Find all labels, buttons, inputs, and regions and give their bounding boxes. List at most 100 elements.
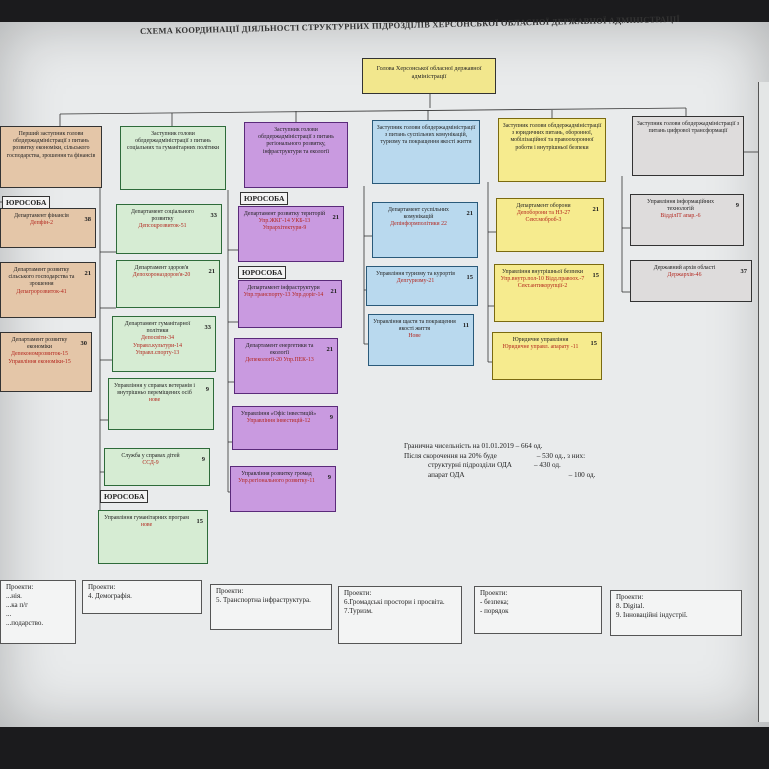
dept-title: Департамент енергетики та екології — [245, 343, 314, 357]
staff-count: 21 — [466, 210, 474, 217]
deputy-box-6[interactable]: Заступник голови облдержадміністрації з … — [632, 116, 744, 176]
projects-label: Проекти: — [216, 587, 244, 595]
deputy-box-1[interactable]: Перший заступник голови облдержадміністр… — [0, 126, 102, 188]
projection-screen: СХЕМА КООРДИНАЦІЇ ДІЯЛЬНОСТІ СТРУКТУРНИХ… — [0, 14, 769, 727]
dept-sub: Упр.регіонального розвитку-11 — [238, 478, 315, 485]
dept-sub: Депагророзвиток-41 — [16, 288, 67, 295]
staff-count: 21 — [326, 346, 334, 353]
deputy-title-1: Перший заступник голови облдержадміністр… — [6, 131, 96, 159]
summary-label: Після скорочення на 20% буде — [404, 451, 497, 460]
deputy-title-5: Заступник голови облдержадміністрації з … — [502, 123, 602, 151]
projects-box-3[interactable]: Проекти: 5. Транспортна інфраструктура. — [210, 584, 332, 630]
project-item: - безпека; — [480, 598, 509, 607]
staff-count: 9 — [735, 202, 739, 209]
project-item: 7.Туризм. — [344, 607, 373, 616]
project-item: - порядок — [480, 607, 509, 616]
dept-title: Управління внутрішньої безпеки — [501, 269, 584, 275]
dept-sub: Депсоцрозвиток-51 — [138, 223, 187, 230]
projects-box-4[interactable]: Проекти: 6.Громадські простори і просвіт… — [338, 586, 462, 644]
summary-label: апарат ОДА — [428, 471, 465, 480]
project-item: ...ка п/г — [6, 601, 28, 610]
dept-sub: Депекономрозвиток-15 Управління економік… — [8, 351, 71, 365]
head-box[interactable]: Голова Херсонської обласної державної ад… — [362, 58, 496, 94]
staff-count: 15 — [590, 340, 598, 347]
legal-entity-tag-4: ЮРОСОБА — [100, 490, 149, 503]
summary-line-2: Після скорочення на 20% буде – 530 од., з… — [404, 452, 595, 462]
dept-sub: Упр.внутр.пол-10 Відд.правоох.-7 Сект.ан… — [500, 276, 585, 290]
staff-count: 15 — [196, 518, 204, 525]
projects-box-5[interactable]: Проекти: - безпека; - порядок — [474, 586, 602, 634]
dept-title: Департамент інфраструктури — [247, 285, 320, 291]
projects-box-6[interactable]: Проекти: 8. Digital. 9. Інноваційні інду… — [610, 590, 742, 636]
summary-line-1: Гранична чисельність на 01.01.2019 – 664… — [404, 442, 543, 450]
dept-sub: Депекології-20 Упр.ПЕК-13 — [245, 357, 314, 364]
dept-sub: ССД-9 — [142, 460, 159, 467]
staff-count: 33 — [210, 212, 218, 219]
staff-count: 11 — [462, 322, 469, 329]
summary-value: – 530 од., з них: — [536, 451, 586, 460]
dept-title: Управління розвитку громад — [241, 471, 312, 477]
deputy-box-2[interactable]: Заступник голови облдержадміністрації з … — [120, 126, 226, 190]
dept-sub: Депосвіти-34 Управл.культури-14 Управл.с… — [133, 335, 182, 356]
dept-title: Департамент розвитку економіки — [11, 337, 68, 351]
dept-sub: ВідділІТ апар.-6 — [660, 213, 701, 220]
projects-label: Проекти: — [344, 589, 372, 597]
dept-sub: Депоборони та НЗ-27 Сект.моброб-3 — [516, 210, 571, 224]
dept-box-c3-4[interactable]: Управління «Офіс інвестицій»Управління і… — [232, 406, 338, 450]
summary-label: структурні підрозділи ОДА — [428, 461, 512, 470]
dept-sub: Юридичне управл. апарату -11 — [502, 344, 579, 351]
project-item: ... — [6, 610, 12, 619]
dept-title: Управління гуманітарних програм — [104, 515, 189, 521]
dept-title: Департамент здоров'я — [134, 265, 189, 271]
dept-box-c4-3[interactable]: Управління щастя та покращення якості жи… — [368, 314, 474, 366]
deputy-title-2: Заступник голови облдержадміністрації з … — [126, 131, 220, 152]
dept-title: Державний архів області — [653, 265, 716, 271]
dept-title: Департамент суспільних комунікацій — [388, 207, 449, 221]
deputy-box-3[interactable]: Заступник голови облдержадміністрації з … — [244, 122, 348, 188]
dept-title: Департамент гуманітарної політики — [124, 321, 191, 335]
staff-count: 21 — [84, 270, 92, 277]
deputy-title-6: Заступник голови облдержадміністрації з … — [636, 121, 740, 135]
deputy-box-4[interactable]: Заступник голови облдержадміністрації з … — [372, 120, 480, 184]
dept-title: Департамент соціального розвитку — [130, 209, 195, 223]
dept-box-c2-4[interactable]: Управління у справах ветеранів і внутріш… — [108, 378, 214, 430]
staff-count: 15 — [592, 272, 600, 279]
staff-count: 30 — [80, 340, 88, 347]
staff-count: 21 — [330, 288, 338, 295]
project-item: 8. Digital. — [616, 602, 645, 611]
staff-count: 9 — [205, 386, 209, 393]
summary-value: – 100 од. — [568, 471, 596, 480]
dept-sub: Депінформполітики 22 — [390, 221, 447, 228]
deputy-title-3: Заступник голови облдержадміністрації з … — [258, 127, 334, 155]
dept-box-c1-2[interactable]: Департамент розвитку сільського господар… — [0, 262, 96, 318]
staff-count: 21 — [592, 206, 600, 213]
projects-box-2[interactable]: Проекти: 4. Демографія. — [82, 580, 202, 614]
dept-title: Управління у справах ветеранів і внутріш… — [113, 383, 196, 397]
dept-sub: Управління інвестицій-12 — [246, 418, 311, 425]
dept-title: Управління щастя та покращення якості жи… — [373, 319, 456, 333]
projects-box-1[interactable]: Проекти: ...нія. ...ка п/г ... ...подарс… — [0, 580, 76, 644]
dept-sub: Депфін-2 — [30, 220, 53, 227]
dept-title: Департамент розвитку територій — [243, 211, 326, 217]
deputy-box-5[interactable]: Заступник голови облдержадміністрації з … — [498, 118, 606, 182]
dept-title: Служба у справах дітей — [121, 453, 180, 459]
